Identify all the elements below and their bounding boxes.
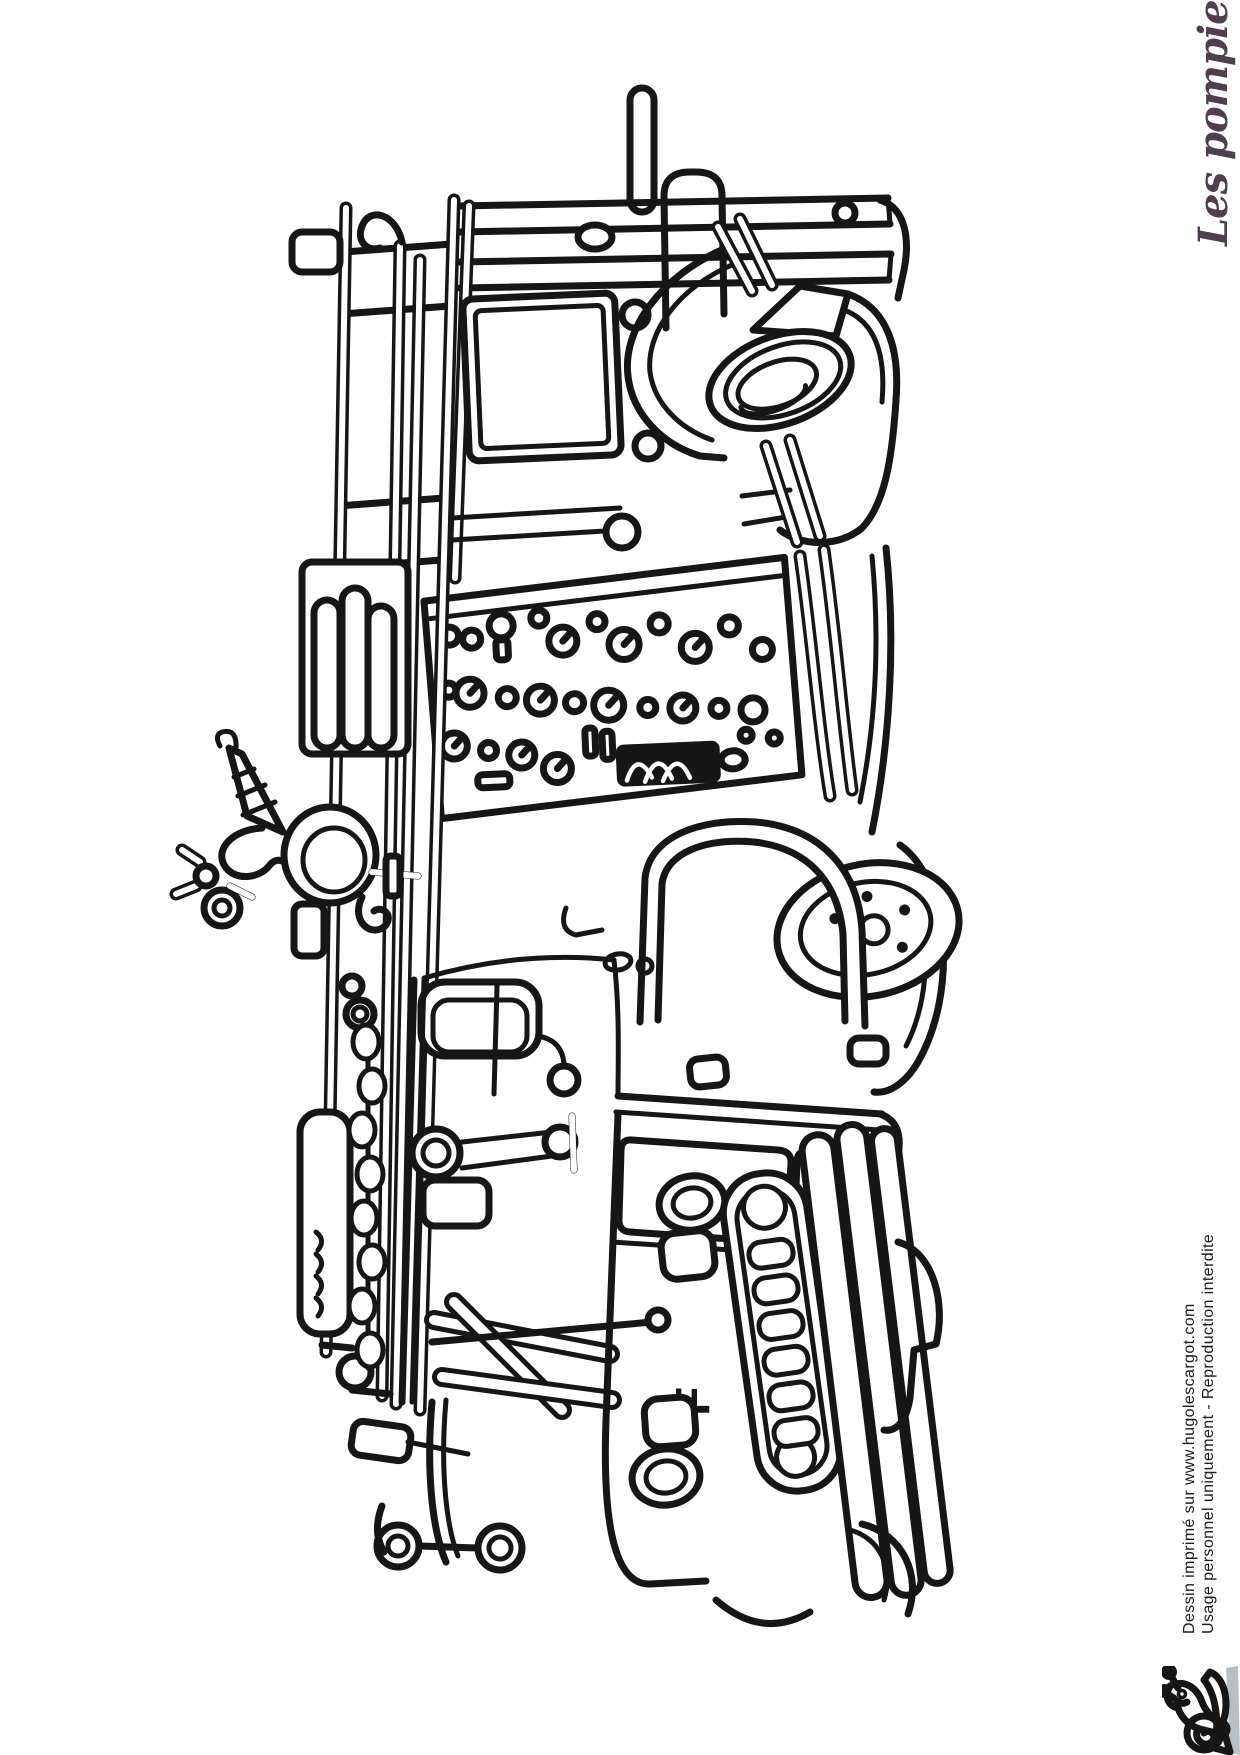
headlight (628, 1445, 704, 1509)
watermark-title: Les pompiers (1190, 0, 1237, 246)
tail-hook (660, 168, 728, 332)
rivet (631, 429, 665, 463)
hand-wheel (200, 886, 244, 930)
rear-tail-section (454, 84, 910, 332)
snail-mouth (1173, 1697, 1191, 1707)
bell (408, 1125, 464, 1181)
pump-panel (420, 553, 806, 823)
front-fender (636, 817, 869, 1030)
rivet (602, 512, 642, 552)
tail-post (626, 84, 658, 216)
attribution-line-2: Usage personnel uniquement - Reproductio… (1200, 1233, 1217, 1634)
logo-page-curl (1200, 1668, 1234, 1755)
door-edge (398, 976, 418, 1406)
fog-light (640, 1393, 700, 1451)
front-roller (474, 1522, 526, 1574)
door-handle (561, 905, 605, 938)
suction-tubes (424, 1292, 672, 1420)
compartment-door (459, 289, 625, 465)
hook (355, 893, 392, 934)
roof-line (614, 1092, 886, 1118)
hugo-lescargot-snail-logo (1162, 1666, 1240, 1755)
step (846, 1034, 890, 1068)
nozzle-tip (214, 728, 239, 751)
mirror (347, 1417, 415, 1465)
rear-body (448, 199, 795, 585)
hose-box (298, 558, 412, 758)
rear-wheel (705, 328, 855, 432)
front-wheel (773, 859, 963, 1001)
front-wheel-assembly (602, 817, 963, 1068)
snail-body (1163, 1679, 1231, 1738)
handrail-curl (357, 211, 406, 253)
ladder-end-knob (288, 228, 344, 276)
wheel-arch (623, 244, 730, 462)
snail-eye (1176, 1688, 1188, 1700)
hose-coupling-chain (338, 972, 388, 1371)
rear-wheel-assembly (623, 212, 947, 1096)
attribution-line-1: Dessin imprimé sur www.hugolescargot.com (1181, 1303, 1198, 1634)
door-window-lower (419, 1176, 493, 1230)
rivet (831, 199, 859, 227)
snail-shell (1183, 1712, 1225, 1754)
snail-shell-spiral (1193, 1725, 1218, 1748)
front-face: F (601, 1110, 954, 1627)
snail-antenna (1162, 1666, 1177, 1680)
snail-antenna (1162, 1684, 1172, 1698)
hose-tray (615, 740, 721, 787)
grab-handle (546, 1062, 582, 1098)
louver-locker (296, 1108, 354, 1338)
deck-gun (169, 728, 422, 960)
rivet (574, 221, 616, 253)
fog-light (657, 1227, 719, 1283)
